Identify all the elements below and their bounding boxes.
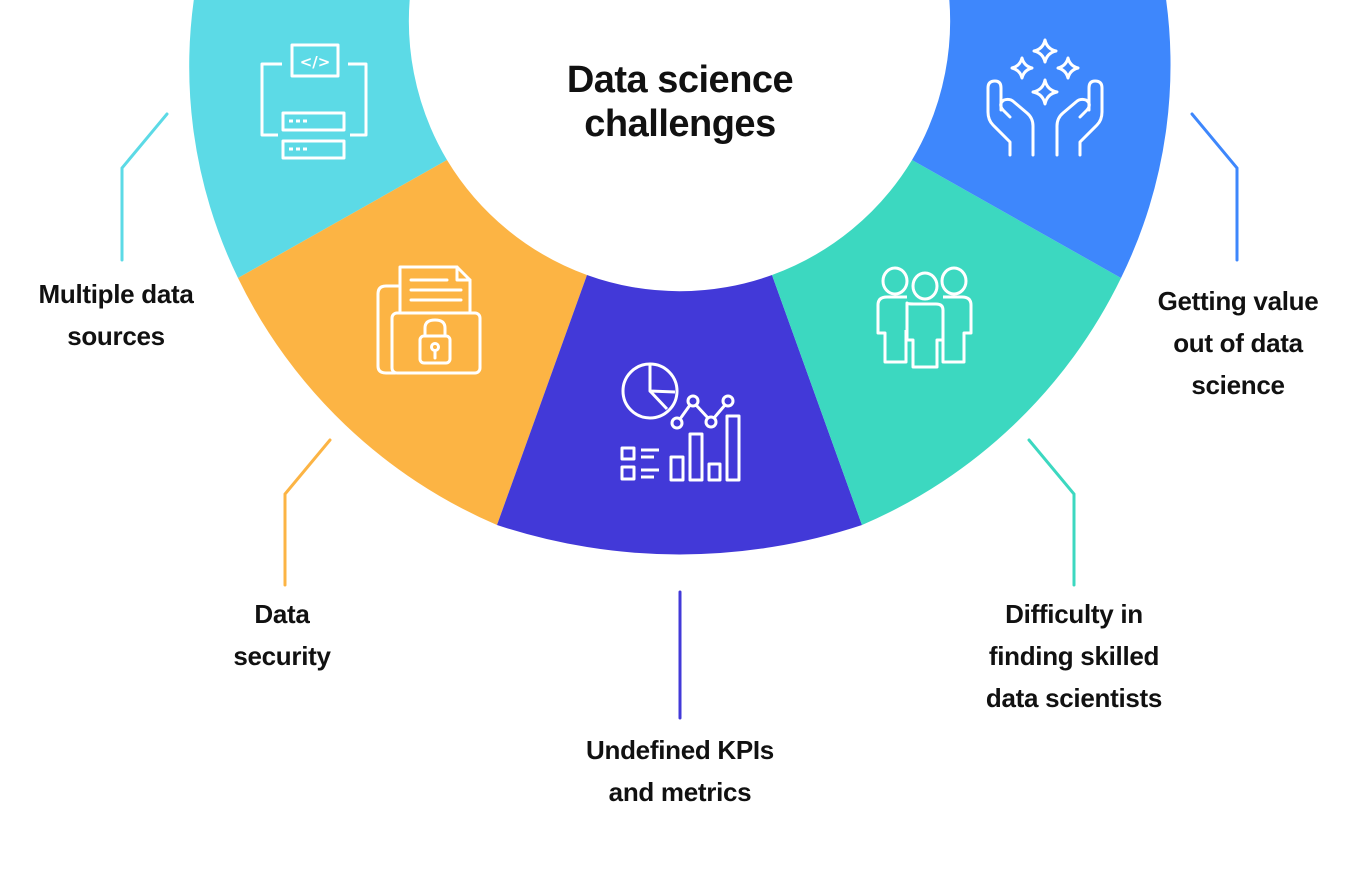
team-people-icon — [876, 266, 973, 369]
label-line: sources — [67, 321, 165, 351]
title-line-2: challenges — [584, 103, 776, 145]
connector-getting-value — [1190, 112, 1239, 262]
label-line: Data — [254, 599, 310, 629]
analytics-dashboard-icon — [620, 362, 741, 482]
label-line: security — [233, 641, 331, 671]
locked-folder-document-icon — [376, 265, 482, 375]
connector-multiple-data-sources — [120, 112, 169, 262]
label-undefined-kpis: Undefined KPIs and metrics — [540, 729, 820, 813]
label-line: data scientists — [985, 683, 1163, 713]
label-line: and metrics — [608, 777, 752, 807]
label-line: Getting value — [1157, 286, 1319, 316]
diagram-title: Data science challenges — [480, 58, 880, 146]
hands-sparkles-icon — [986, 38, 1104, 157]
segment-data-security — [238, 160, 587, 525]
label-getting-value: Getting value out of data science — [1118, 280, 1358, 406]
segment-undefined-kpis — [497, 275, 862, 555]
segment-skilled-data-scientists — [772, 160, 1121, 525]
title-line-1: Data science — [566, 59, 794, 101]
segment-multiple-data-sources — [189, 0, 447, 278]
segment-getting-value — [912, 0, 1171, 278]
svg-text:</>: </> — [300, 53, 331, 71]
label-line: Multiple data — [38, 279, 194, 309]
label-multiple-data-sources: Multiple data sources — [0, 273, 232, 357]
label-line: science — [1191, 370, 1285, 400]
label-line: Difficulty in — [1005, 599, 1143, 629]
label-skilled-data-scientists: Difficulty in finding skilled data scien… — [944, 593, 1204, 719]
label-line: finding skilled — [988, 641, 1160, 671]
connector-data-security — [283, 438, 332, 587]
connector-skilled-data-scientists — [1027, 438, 1076, 587]
code-server-icon: </> — [260, 43, 368, 160]
label-data-security: Data security — [182, 593, 382, 677]
label-line: out of data — [1173, 328, 1303, 358]
label-line: Undefined KPIs — [586, 735, 774, 765]
